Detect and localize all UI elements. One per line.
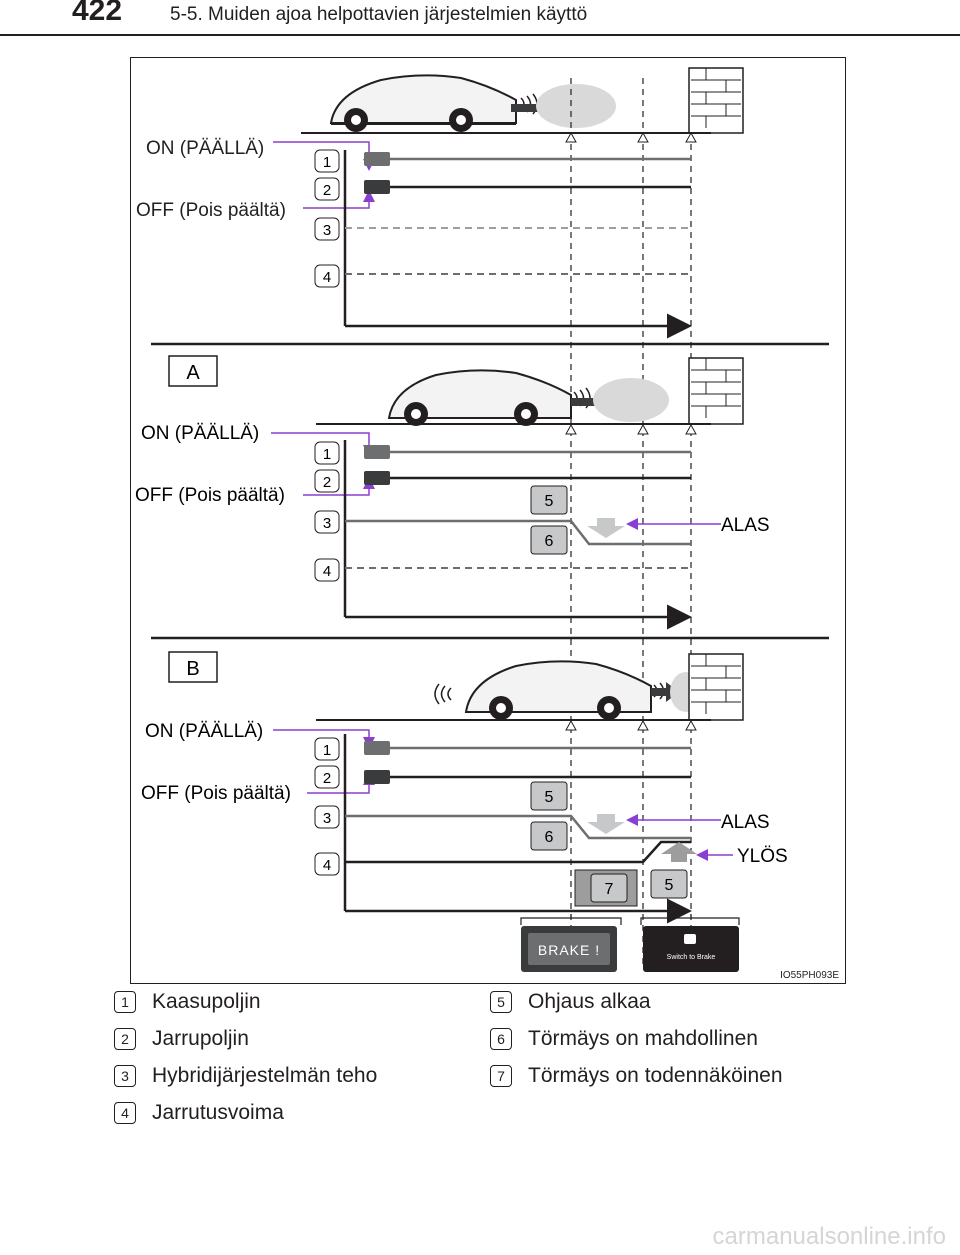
legend-item: 6 Törmäys on mahdollinen (490, 1027, 758, 1052)
brake-warning-display: BRAKE ! (521, 926, 617, 972)
header-rule (0, 34, 960, 36)
legend-number: 1 (114, 990, 136, 1013)
legend-text: Törmäys on mahdollinen (528, 1027, 758, 1050)
legend-text: Törmäys on todennäköinen (528, 1064, 783, 1087)
step-badge: 5 (665, 877, 674, 894)
legend-number: 5 (490, 990, 512, 1013)
panel-a: A ON (PÄÄLLÄ) OFF (Pois päältä) (135, 355, 770, 630)
panel-normal: ON (PÄÄLLÄ) OFF (Pois päältä) 1 2 3 (136, 67, 744, 968)
off-label: OFF (Pois päältä) (135, 485, 285, 506)
car-illustration (434, 660, 702, 720)
step-badge: 5 (545, 493, 554, 510)
legend-item: 3 Hybridijärjestelmän teho (114, 1064, 377, 1089)
down-label: ALAS (721, 515, 770, 536)
legend-item: 4 Jarrutusvoima (114, 1101, 284, 1126)
brake-warning-text: BRAKE ! (538, 942, 600, 958)
row-number: 4 (323, 857, 331, 874)
step-badge: 5 (545, 789, 554, 806)
wall (688, 357, 744, 425)
legend-number: 7 (490, 1064, 512, 1087)
on-label: ON (PÄÄLLÄ) (141, 423, 259, 444)
row-number: 2 (323, 474, 331, 491)
switch-to-brake-display: Switch to Brake (643, 926, 739, 972)
legend-number: 2 (114, 1027, 136, 1050)
car-illustration (329, 74, 616, 132)
page-header-title: 5-5. Muiden ajoa helpottavien järjestelm… (170, 4, 588, 25)
on-label: ON (PÄÄLLÄ) (146, 138, 264, 159)
step-badge: 6 (545, 829, 554, 846)
legend-item: 1 Kaasupoljin (114, 990, 261, 1015)
on-label: ON (PÄÄLLÄ) (145, 721, 263, 742)
panel-tag: A (186, 362, 200, 384)
wall (688, 653, 744, 721)
figure-code: IO55PH093E (780, 970, 839, 981)
legend-text: Ohjaus alkaa (528, 990, 651, 1013)
row-number: 2 (323, 770, 331, 787)
legend-text: Kaasupoljin (152, 990, 261, 1013)
row-number: 4 (323, 269, 331, 286)
row-number: 4 (323, 563, 331, 580)
up-label: YLÖS (737, 846, 788, 867)
legend-number: 6 (490, 1027, 512, 1050)
row-number: 2 (323, 182, 331, 199)
row-number: 3 (323, 515, 331, 532)
legend-number: 3 (114, 1064, 136, 1087)
timing-diagram: ON (PÄÄLLÄ) OFF (Pois päältä) 1 2 3 (135, 67, 829, 972)
legend-number: 4 (114, 1101, 136, 1124)
panel-b: B ON (PÄÄLLÄ) OFF (Pois päältä) (141, 651, 788, 972)
row-number: 1 (323, 742, 331, 759)
legend-item: 2 Jarrupoljin (114, 1027, 249, 1052)
car-illustration (387, 369, 669, 426)
legend-text: Hybridijärjestelmän teho (152, 1064, 378, 1087)
row-number: 1 (323, 154, 331, 171)
step-badge: 6 (545, 533, 554, 550)
wall (688, 67, 744, 134)
legend-item: 7 Törmäys on todennäköinen (490, 1064, 783, 1089)
down-label: ALAS (721, 812, 770, 833)
row-number: 3 (323, 222, 331, 239)
footer-watermark-url[interactable]: carmanualsonline.info (712, 1223, 946, 1250)
panel-tag: B (186, 658, 199, 680)
switch-to-brake-text: Switch to Brake (667, 954, 716, 961)
page-number: 422 (72, 0, 123, 27)
off-label: OFF (Pois päältä) (136, 200, 286, 221)
off-label: OFF (Pois päältä) (141, 783, 291, 804)
legend-text: Jarrupoljin (152, 1027, 249, 1050)
row-number: 3 (323, 810, 331, 827)
step-badge: 7 (605, 881, 614, 898)
timing-diagram-figure: ON (PÄÄLLÄ) OFF (Pois päältä) 1 2 3 (130, 57, 846, 984)
row-number: 1 (323, 446, 331, 463)
legend-text: Jarrutusvoima (152, 1101, 284, 1124)
legend-item: 5 Ohjaus alkaa (490, 990, 651, 1015)
